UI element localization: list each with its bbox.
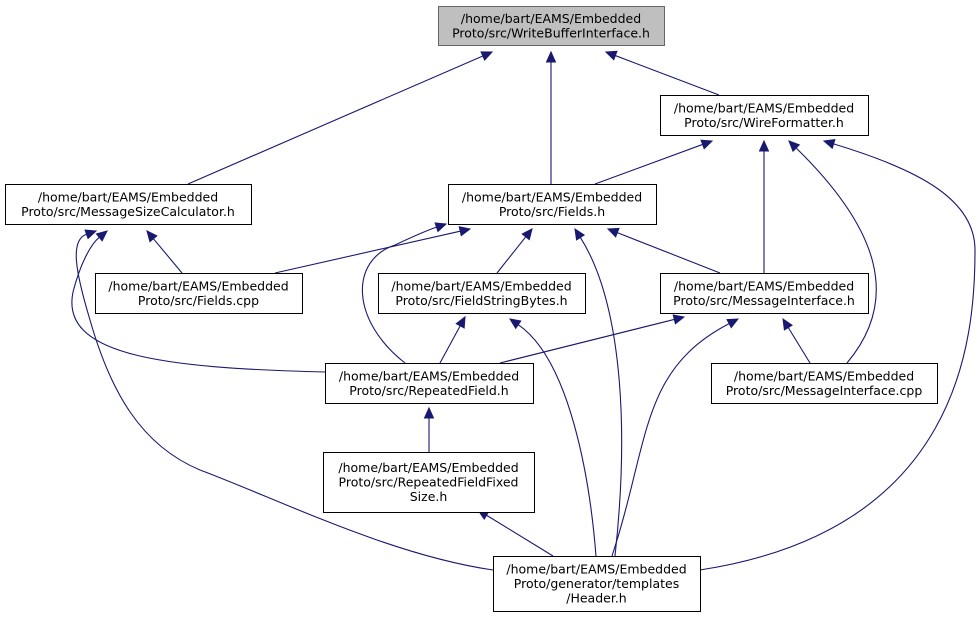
node-label-header-line-2: Proto/generator/templates	[514, 576, 679, 591]
edge-wire-to-root	[615, 55, 720, 96]
node-wire[interactable]: /home/bart/EAMS/EmbeddedProto/src/WireFo…	[660, 95, 869, 136]
node-label-mih-line-1: /home/bart/EAMS/Embedded	[674, 278, 854, 293]
arrowhead-fieldsh-to-root	[545, 50, 557, 63]
edge-rf-to-fsb	[439, 325, 461, 364]
arrowhead-mih-to-fieldsh	[606, 227, 620, 238]
arrowhead-rf-to-msc	[95, 230, 108, 242]
edge-header-to-rffs	[486, 514, 554, 557]
edge-fieldscpp-to-fieldsh	[274, 230, 461, 274]
node-fieldscpp[interactable]: /home/bart/EAMS/EmbeddedProto/src/Fields…	[95, 273, 303, 314]
edge-rf-to-msc	[71, 236, 326, 373]
node-label-rf-line-1: /home/bart/EAMS/Embedded	[339, 368, 519, 383]
node-box-msc	[5, 184, 252, 225]
edge-fieldsh-to-wire	[594, 143, 703, 185]
edge-header-to-mih	[611, 323, 730, 557]
arrowhead-mih-to-wire	[758, 139, 770, 152]
edge-header-to-fieldsh	[579, 237, 623, 557]
edge-rf-to-fieldsh	[361, 226, 437, 364]
file-nodes: /home/bart/EAMS/EmbeddedProto/src/WriteB…	[5, 6, 938, 612]
arrowhead-fsb-to-fieldsh	[521, 228, 533, 241]
arrowhead-micpp-to-wire	[788, 140, 801, 153]
arrowhead-rf-to-fieldsh	[434, 222, 448, 233]
node-label-wire-line-2: Proto/src/WireFormatter.h	[684, 115, 844, 130]
node-label-header-line-1: /home/bart/EAMS/Embedded	[506, 562, 686, 577]
node-label-root-line-2: Proto/src/WriteBufferInterface.h	[452, 25, 650, 40]
arrowhead-header-to-fieldsh	[574, 227, 586, 241]
edge-micpp-to-wire	[795, 147, 877, 364]
arrowhead-header-to-wire	[822, 138, 836, 150]
node-box-fieldsh	[448, 184, 657, 225]
dependency-edges	[71, 50, 976, 571]
edge-header-to-msc	[75, 233, 494, 571]
node-root[interactable]: /home/bart/EAMS/EmbeddedProto/src/WriteB…	[438, 6, 665, 46]
arrowhead-fieldsh-to-wire	[700, 139, 714, 150]
node-box-micpp	[711, 363, 938, 404]
arrowhead-fieldscpp-to-fieldsh	[458, 226, 472, 237]
edge-rf-to-mih	[499, 318, 675, 364]
node-box-fieldscpp	[95, 273, 303, 314]
node-rf[interactable]: /home/bart/EAMS/EmbeddedProto/src/Repeat…	[325, 363, 534, 404]
node-box-header	[493, 556, 701, 612]
node-label-micpp-line-1: /home/bart/EAMS/Embedded	[734, 368, 914, 383]
edge-fieldscpp-to-msc	[152, 238, 183, 274]
node-label-rf-line-2: Proto/src/RepeatedField.h	[349, 383, 508, 398]
node-label-rffs-line-2: Proto/src/RepeatedFieldFixed	[339, 475, 519, 490]
edge-header-to-wire	[699, 143, 976, 571]
edge-msc-to-root	[187, 55, 484, 185]
node-label-header-line-3: /Header.h	[566, 591, 626, 606]
arrowhead-wire-to-root	[604, 50, 618, 61]
edge-header-to-fsb	[517, 324, 597, 557]
node-label-msc-line-1: /home/bart/EAMS/Embedded	[38, 189, 218, 204]
node-msc[interactable]: /home/bart/EAMS/EmbeddedProto/src/Messag…	[5, 184, 252, 225]
node-label-fieldsh-line-2: Proto/src/Fields.h	[499, 204, 605, 219]
edge-mih-to-fieldsh	[617, 232, 721, 274]
node-label-mih-line-2: Proto/src/MessageInterface.h	[673, 293, 855, 308]
node-label-fieldsh-line-1: /home/bart/EAMS/Embedded	[462, 189, 642, 204]
node-fsb[interactable]: /home/bart/EAMS/EmbeddedProto/src/FieldS…	[378, 273, 586, 314]
node-label-micpp-line-2: Proto/src/MessageInterface.cpp	[726, 383, 923, 398]
arrowhead-rf-to-mih	[672, 314, 686, 325]
node-mih[interactable]: /home/bart/EAMS/EmbeddedProto/src/Messag…	[660, 273, 869, 314]
node-label-fsb-line-1: /home/bart/EAMS/Embedded	[391, 278, 571, 293]
arrowhead-header-to-mih	[726, 318, 740, 329]
node-box-wire	[660, 95, 869, 136]
node-micpp[interactable]: /home/bart/EAMS/EmbeddedProto/src/Messag…	[711, 363, 938, 404]
node-label-msc-line-2: Proto/src/MessageSizeCalculator.h	[21, 204, 235, 219]
node-box-rf	[325, 363, 534, 404]
arrowhead-header-to-fsb	[508, 318, 522, 330]
arrowhead-msc-to-root	[480, 51, 494, 62]
node-label-fsb-line-2: Proto/src/FieldStringBytes.h	[395, 293, 567, 308]
node-rffs[interactable]: /home/bart/EAMS/EmbeddedProto/src/Repeat…	[323, 452, 535, 513]
node-label-fieldscpp-line-1: /home/bart/EAMS/Embedded	[108, 278, 288, 293]
arrowhead-micpp-to-mih	[782, 317, 793, 331]
arrowhead-header-to-msc	[84, 229, 98, 240]
node-label-rffs-line-3: Size.h	[410, 489, 448, 504]
node-box-mih	[660, 273, 869, 314]
node-label-root-line-1: /home/bart/EAMS/Embedded	[461, 11, 641, 26]
node-box-rffs	[323, 452, 535, 513]
edge-fsb-to-fieldsh	[496, 236, 527, 274]
node-box-fsb	[378, 273, 586, 314]
node-header[interactable]: /home/bart/EAMS/EmbeddedProto/generator/…	[493, 556, 701, 612]
node-label-wire-line-1: /home/bart/EAMS/Embedded	[674, 100, 854, 115]
arrowhead-rffs-to-rf	[423, 406, 435, 419]
arrowhead-rf-to-fsb	[455, 315, 466, 329]
node-label-fieldscpp-line-2: Proto/src/Fields.cpp	[138, 293, 259, 308]
node-label-rffs-line-1: /home/bart/EAMS/Embedded	[338, 460, 518, 475]
arrowhead-fieldscpp-to-msc	[146, 230, 158, 243]
node-box-root	[438, 6, 665, 46]
edge-micpp-to-mih	[787, 327, 811, 364]
node-fieldsh[interactable]: /home/bart/EAMS/EmbeddedProto/src/Fields…	[448, 184, 657, 225]
